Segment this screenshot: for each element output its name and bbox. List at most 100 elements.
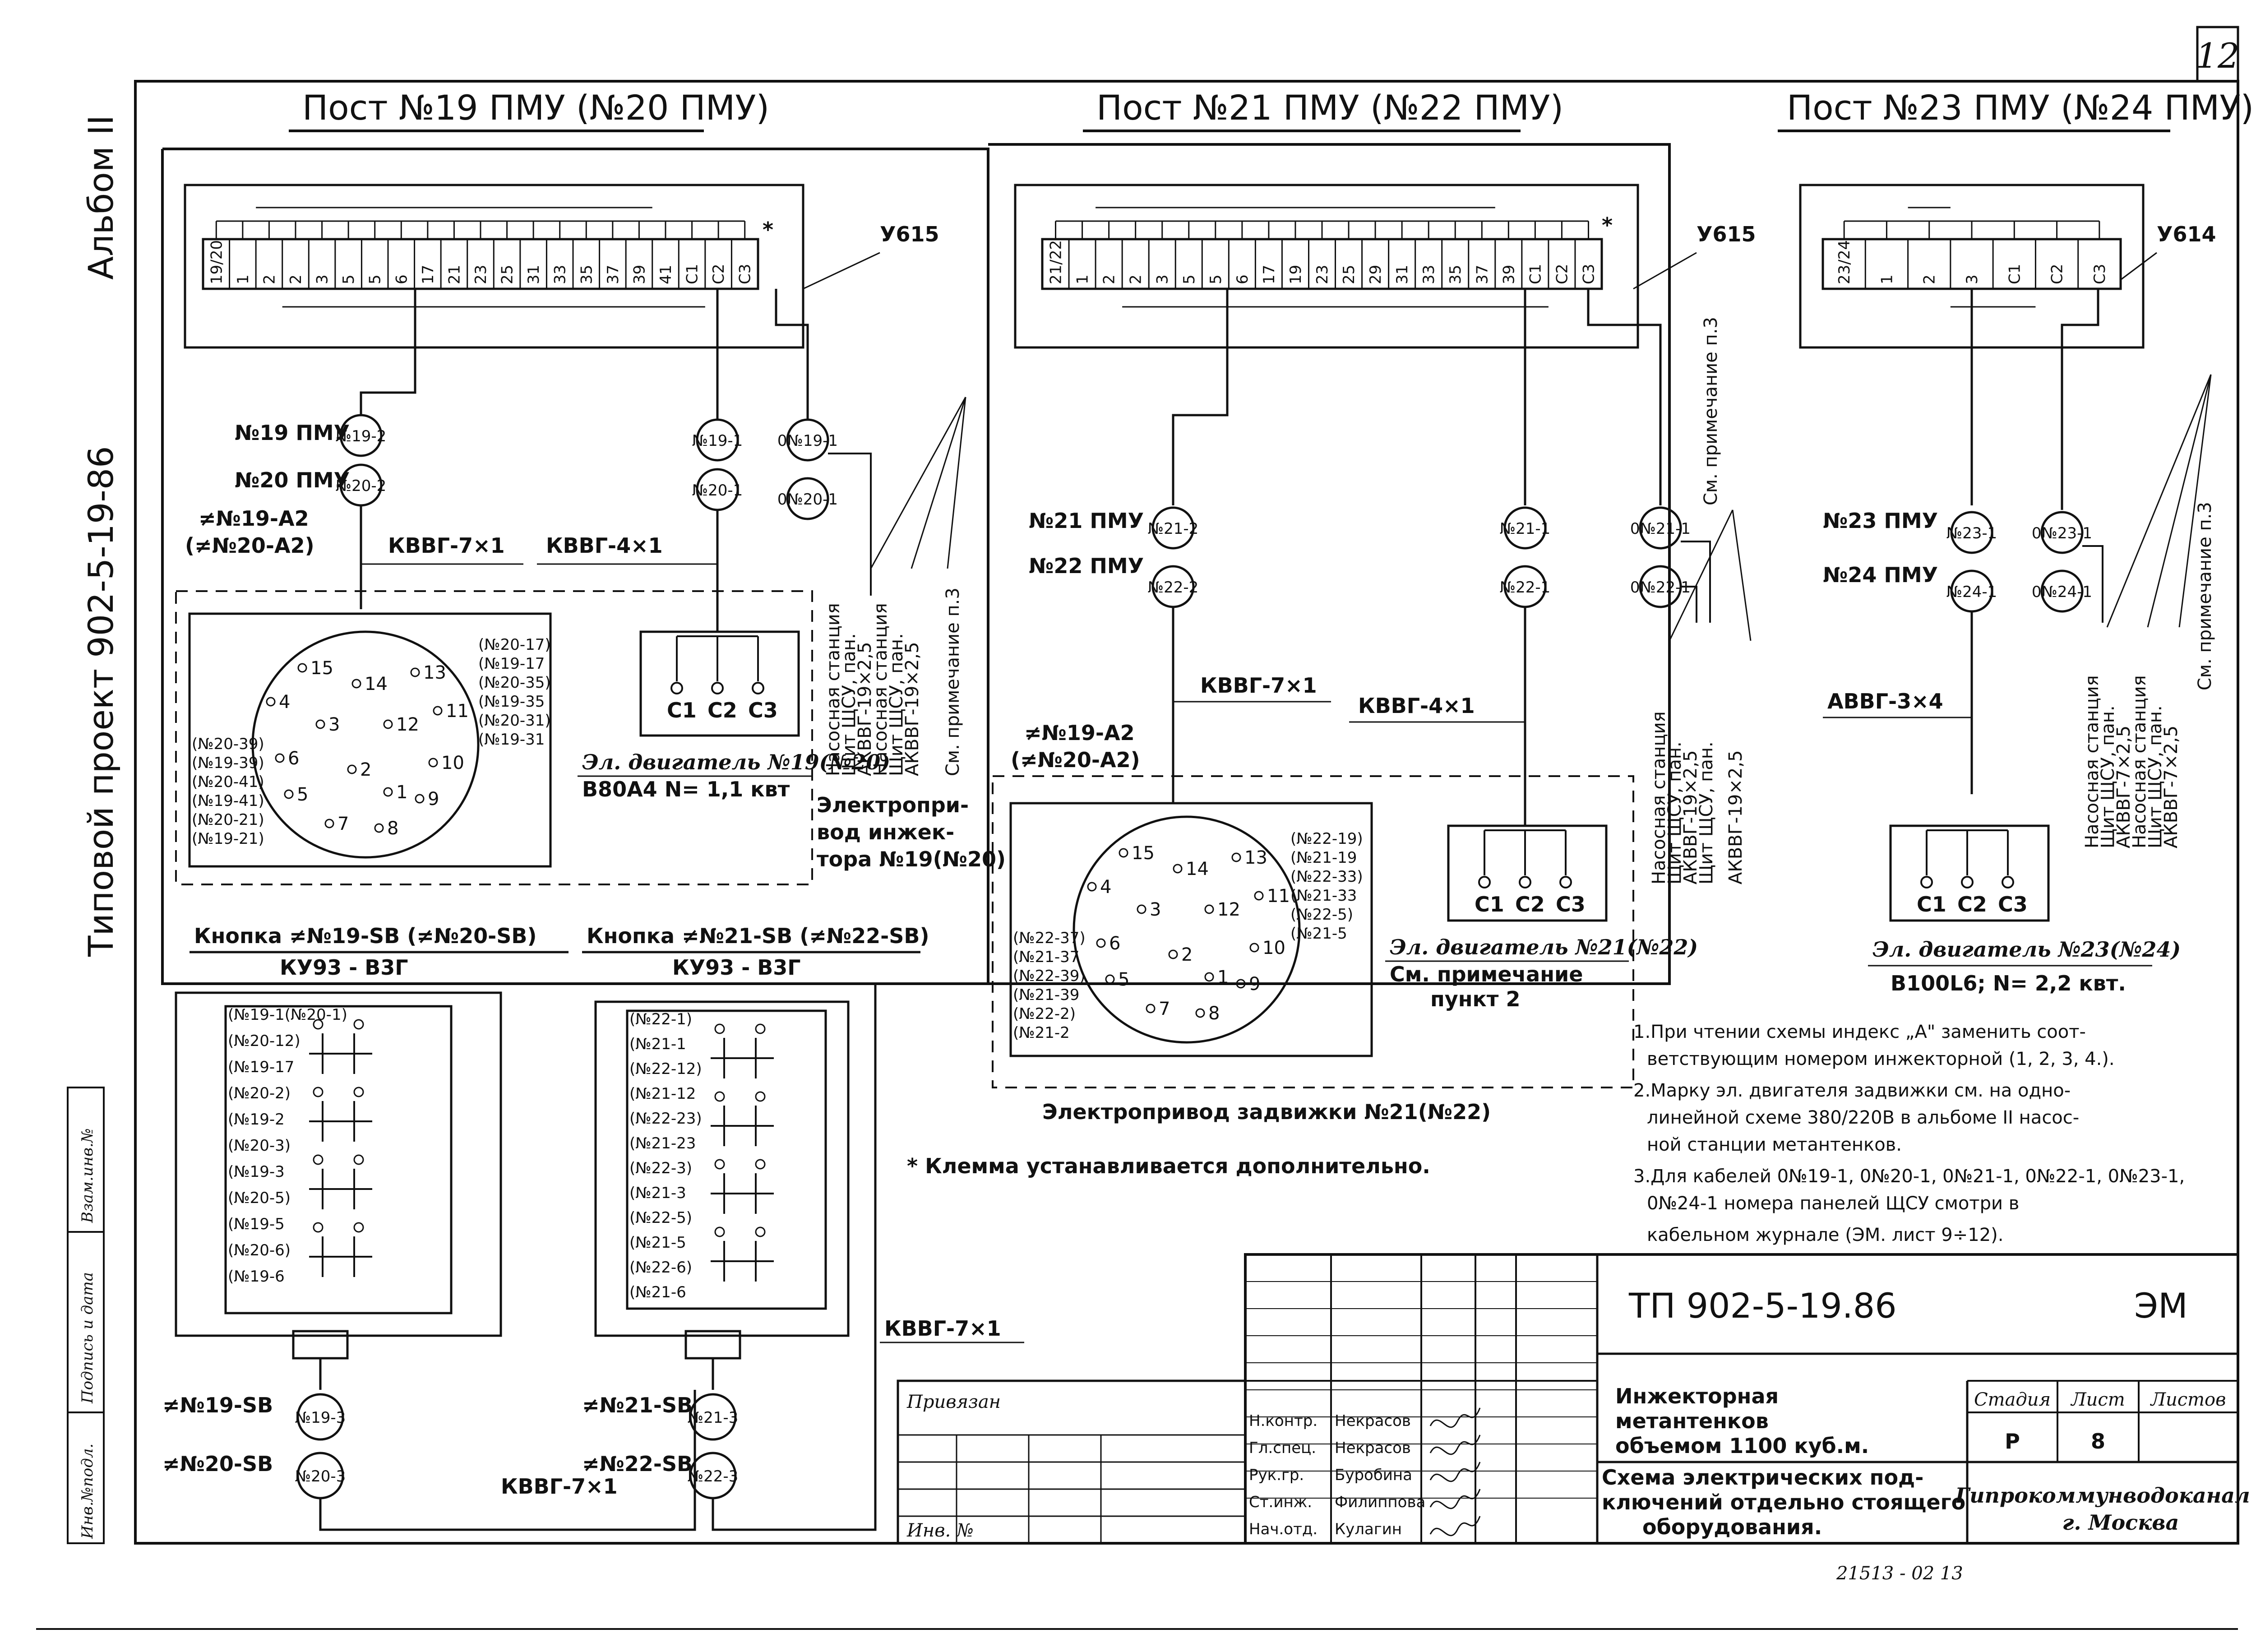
- signature-scribble: [1429, 1489, 1481, 1509]
- note-5: 3.Для кабелей 0№19-1, 0№20-1, 0№21-1, 0№…: [1633, 1166, 2185, 1187]
- post-2-cab-0-circle: [1639, 506, 1682, 550]
- connector-pin: [1173, 864, 1183, 874]
- connector-wire-label: (№21-33: [1290, 887, 1357, 905]
- terminal-label: 31: [1393, 265, 1411, 284]
- post-2-motor-line2: См. примечание: [1390, 962, 1583, 986]
- connector-pin: [266, 697, 276, 707]
- button-2-tag-0-code: №21-3: [688, 1409, 739, 1427]
- button-terminal: [313, 1019, 324, 1030]
- button-1-inner: [224, 1005, 453, 1314]
- connector-wire-label: (№19-39): [192, 754, 264, 772]
- post-3-wire-c: [2061, 289, 2099, 510]
- post-2-cable-b: КВВГ-4×1: [1358, 694, 1475, 718]
- connector-pin-label: 4: [1100, 877, 1111, 898]
- post-2-tag-0-circle: [1151, 506, 1195, 550]
- button-2-tag-1-label: ≠№22-SВ: [582, 1452, 693, 1476]
- terminal-label: 39: [1500, 265, 1518, 284]
- button-terminal: [353, 1222, 364, 1233]
- connector-pin-label: 14: [1186, 859, 1209, 879]
- button-wire-label: (№20-2): [228, 1084, 291, 1102]
- post-2-connector-right: (№22-19)(№21-19(№22-33)(№21-33(№22-5)(№2…: [1290, 830, 1363, 943]
- margin-field-1: Подпись и дата: [79, 1272, 97, 1404]
- post-1-mid-1: №20-1: [692, 481, 743, 500]
- stamp-name: Буробина: [1335, 1466, 1412, 1484]
- post-3-title: Пост №23 ПМУ (№24 ПМУ): [1787, 88, 2254, 128]
- note-0: 1.При чтении схемы индекс „А" заменить с…: [1633, 1022, 2086, 1042]
- post-3-box-label: У614: [2157, 222, 2216, 246]
- connector-pin: [410, 667, 420, 677]
- terminal-label: 6: [1234, 274, 1252, 284]
- connector-wire-label: (№22-19): [1290, 830, 1363, 848]
- stamp-role: Н.контр.: [1249, 1412, 1318, 1430]
- button-wire-label: (№22-5): [629, 1209, 692, 1227]
- post-1-mid-0-circle: [696, 418, 739, 462]
- terminal-label: 23/24: [1835, 240, 1854, 284]
- post-3-side-1: Щит ЩСУ, пан.: [2098, 705, 2118, 848]
- post-1-cab-0-circle: [786, 418, 829, 462]
- connector-pin: [1249, 943, 1259, 953]
- post-2-cab-line-2: [1681, 586, 1697, 623]
- post-1-side-3: Насосная станция: [870, 603, 891, 776]
- post-1-title: Пост №19 ПМУ (№20 ПМУ): [302, 88, 769, 128]
- terminal-label: 23: [472, 265, 490, 284]
- connector-pin: [383, 719, 393, 729]
- button-wire-label: (№19-2: [228, 1111, 285, 1129]
- terminal-label: С1: [1526, 264, 1544, 284]
- connector-pin-label: 4: [279, 692, 290, 713]
- motor-terminal: [670, 682, 683, 694]
- page-number: 12: [2196, 36, 2240, 76]
- connector-wire-label: (№22-33): [1290, 868, 1363, 886]
- connector-wire-label: (№21-37: [1013, 948, 1079, 966]
- terminal-label: 37: [604, 265, 622, 284]
- terminal-label: 17: [419, 265, 437, 284]
- post-1-cable-b: КВВГ-4×1: [546, 533, 663, 558]
- post-2-title: Пост №21 ПМУ (№22 ПМУ): [1096, 88, 1563, 128]
- terminal-label: С3: [2091, 264, 2109, 284]
- stamp-title1-0: Инжекторная: [1615, 1384, 1779, 1408]
- button-wire-label: (№22-12): [629, 1060, 702, 1078]
- button-terminal: [755, 1023, 766, 1034]
- button-2-inner: [626, 1009, 827, 1310]
- button-terminal: [353, 1019, 364, 1030]
- connector-pin-label: 12: [396, 714, 419, 735]
- post-1-cab-1-circle: [786, 477, 829, 520]
- signature-scribble: [1429, 1435, 1481, 1455]
- stamp-code: ТП 902-5-19.86: [1628, 1286, 1897, 1326]
- connector-wire-label: (№22-39): [1013, 967, 1086, 985]
- post-1-motor-id2: (≠№20-А2): [185, 533, 314, 558]
- connector-wire-label: (№22-5): [1290, 906, 1353, 924]
- motor-terminal: [1961, 876, 1974, 888]
- connector-pin-label: 10: [441, 753, 464, 773]
- connector-pin-label: 7: [1159, 999, 1170, 1019]
- terminal-label: 41: [657, 265, 675, 284]
- connector-pin: [1204, 904, 1214, 914]
- terminal-label: 35: [1447, 265, 1465, 284]
- post-3-cab-1: 0№24-1: [2032, 583, 2092, 601]
- button-2-cable: КВВГ-7×1: [884, 1316, 1001, 1341]
- post-2-tag-0-label: №21 ПМУ: [1029, 509, 1144, 533]
- post-2-side-3: Щит ЩСУ, пан.: [1696, 741, 1717, 884]
- terminal-label: 31: [525, 265, 543, 284]
- motor-terminal-label: С1: [1917, 892, 1946, 916]
- connector-wire-label: (№20-35): [478, 674, 551, 692]
- connector-pin-label: 6: [288, 748, 299, 769]
- post-2-cable-a: КВВГ-7×1: [1200, 673, 1317, 698]
- connector-pin: [415, 794, 425, 804]
- connector-pin-label: 15: [310, 658, 333, 679]
- terminal-label: 2: [1100, 274, 1119, 284]
- post-1-wire-c: [775, 289, 809, 420]
- connector-pin: [383, 787, 393, 797]
- connector-pin: [1087, 882, 1097, 892]
- button-wire-label: (№21-6: [629, 1283, 686, 1301]
- post-1-cab-1: 0№20-1: [777, 491, 838, 509]
- button-terminal: [714, 1226, 725, 1237]
- connector-wire-label: (№21-19: [1290, 849, 1357, 867]
- post-2-tag-1-label: №22 ПМУ: [1029, 554, 1144, 578]
- margin-field-strip: [67, 1087, 105, 1544]
- note-7: кабельном журнале (ЭМ. лист 9÷12).: [1647, 1225, 2004, 1245]
- motor-terminal-label: С3: [1556, 892, 1586, 916]
- button-1-tag-1-label: ≠№20-SВ: [162, 1452, 273, 1476]
- connector-wire-label: (№19-35: [478, 693, 545, 711]
- post-3-side-5: АКВВГ-7×2,5: [2161, 726, 2182, 848]
